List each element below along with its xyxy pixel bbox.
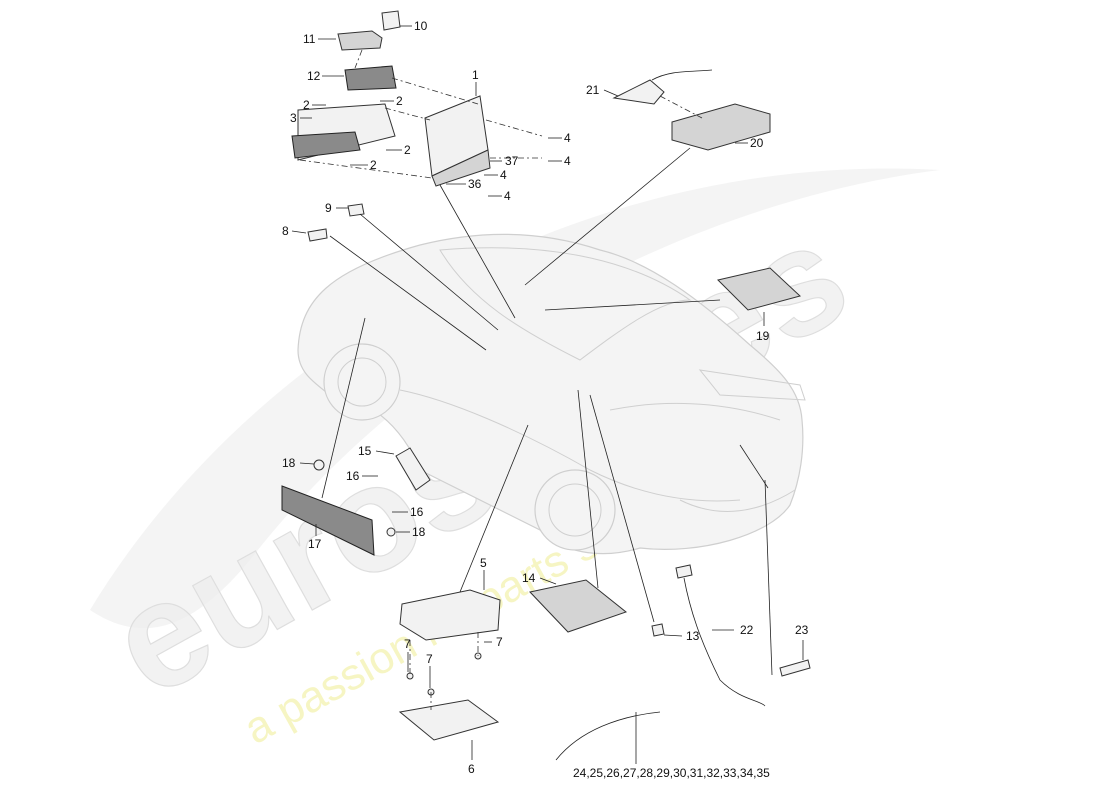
callout-16b[interactable]: 16: [410, 505, 424, 519]
callouts: 1 10 11 12 2 2 3 2 2 4 4 37 4 36 4 21 20…: [282, 19, 809, 780]
dash-11-12: [354, 49, 363, 69]
callout-21[interactable]: 21: [586, 83, 600, 97]
car-body: [297, 233, 806, 555]
part-18-clip-bottom: [386, 527, 396, 537]
callout-37[interactable]: 37: [505, 154, 519, 168]
car-rear-wheel: [534, 469, 616, 551]
leader-22-car: [739, 444, 769, 489]
car-rear-spoiler: [698, 369, 806, 401]
part-14-cradle: [529, 579, 628, 633]
part-6-carrier-bracket: [398, 699, 500, 741]
callout-4b[interactable]: 4: [564, 154, 571, 168]
car-rear-deck: [609, 402, 781, 421]
callout-24-35[interactable]: 24,25,26,27,28,29,30,31,32,33,34,35: [573, 766, 770, 780]
callout-18b[interactable]: 18: [412, 525, 426, 539]
part-24-35-antenna-cable: [555, 711, 661, 761]
callout-18a[interactable]: 18: [282, 456, 296, 470]
tick-8: [291, 230, 307, 234]
tick-18a: [299, 462, 315, 465]
part-22-cable: [683, 577, 766, 707]
callout-11[interactable]: 11: [303, 32, 316, 46]
dash-1-4a: [485, 119, 543, 137]
callout-2b[interactable]: 2: [396, 94, 403, 108]
callout-4d[interactable]: 4: [504, 189, 511, 203]
callout-2d[interactable]: 2: [370, 158, 377, 172]
callout-4c[interactable]: 4: [500, 168, 507, 182]
car-outline: [297, 233, 804, 555]
part-1-display-base: [431, 149, 491, 187]
part-8-connector: [307, 228, 328, 242]
callout-5[interactable]: 5: [480, 556, 487, 570]
car-windshield: [439, 247, 692, 361]
tick-21: [603, 89, 619, 97]
part-21-cable: [651, 69, 713, 81]
part-17-bracket: [281, 485, 375, 556]
part-18-clip-top: [313, 459, 325, 471]
leader-8-car: [329, 235, 487, 351]
callout-9[interactable]: 9: [325, 201, 332, 215]
part-20-amplifier: [671, 103, 771, 151]
callout-20[interactable]: 20: [750, 136, 764, 150]
car-rear-rim: [548, 483, 602, 537]
car-front-rim: [337, 357, 387, 407]
leader-23-car: [764, 479, 773, 676]
callout-8[interactable]: 8: [282, 224, 289, 238]
car-side-line: [399, 389, 741, 502]
leader-lines: [321, 147, 773, 676]
part-3-face: [291, 131, 361, 159]
tick-15: [375, 450, 395, 455]
callout-22[interactable]: 22: [740, 623, 754, 637]
callout-6[interactable]: 6: [468, 762, 475, 776]
leader-19-car: [544, 299, 721, 311]
part-23-sensor: [779, 659, 811, 677]
leader-20-car: [524, 147, 691, 286]
callout-ticks: [291, 25, 804, 764]
car-front-wheel: [323, 343, 401, 421]
callout-14[interactable]: 14: [522, 571, 536, 585]
part-19-module: [717, 267, 801, 311]
callout-7b[interactable]: 7: [426, 652, 433, 666]
part-9-connector: [347, 203, 365, 217]
tick-13: [663, 634, 683, 637]
callout-23[interactable]: 23: [795, 623, 809, 637]
dash-3-lower: [299, 159, 433, 179]
leader-1-car: [439, 184, 516, 319]
callout-16a[interactable]: 16: [346, 469, 360, 483]
callout-13[interactable]: 13: [686, 629, 700, 643]
part-13-socket: [651, 623, 665, 637]
part-11-module: [337, 30, 383, 51]
callout-2c[interactable]: 2: [404, 143, 411, 157]
leader-9-car: [359, 213, 499, 331]
part-10-plug: [381, 10, 401, 31]
leader-17-car: [321, 317, 366, 499]
callout-1[interactable]: 1: [472, 68, 479, 82]
callout-12[interactable]: 12: [307, 69, 321, 83]
part-5-control-unit: [399, 589, 501, 641]
callout-7c[interactable]: 7: [496, 635, 503, 649]
callout-10[interactable]: 10: [414, 19, 428, 33]
parts: [281, 10, 811, 761]
callout-2a[interactable]: 2: [303, 98, 310, 112]
callout-19[interactable]: 19: [756, 329, 770, 343]
part-22-plug: [675, 564, 693, 579]
part-15-control-unit: [395, 447, 431, 491]
car-rear-lights: [679, 489, 796, 512]
leader-14-car: [577, 389, 599, 589]
leader-13-car: [589, 394, 655, 623]
tick-14: [539, 577, 557, 585]
dash-21-20: [659, 95, 703, 119]
dash-12-1: [391, 77, 479, 105]
callout-4a[interactable]: 4: [564, 131, 571, 145]
part-12-radio-housing: [344, 65, 397, 91]
part-21-bracket: [612, 79, 665, 105]
callout-36[interactable]: 36: [468, 177, 482, 191]
dash-3-1: [384, 107, 431, 121]
callout-15[interactable]: 15: [358, 444, 372, 458]
callout-17[interactable]: 17: [308, 537, 322, 551]
callout-3[interactable]: 3: [290, 111, 297, 125]
leader-5-car: [459, 424, 529, 593]
callout-7a[interactable]: 7: [404, 637, 411, 651]
assembly-lines: [299, 49, 703, 710]
